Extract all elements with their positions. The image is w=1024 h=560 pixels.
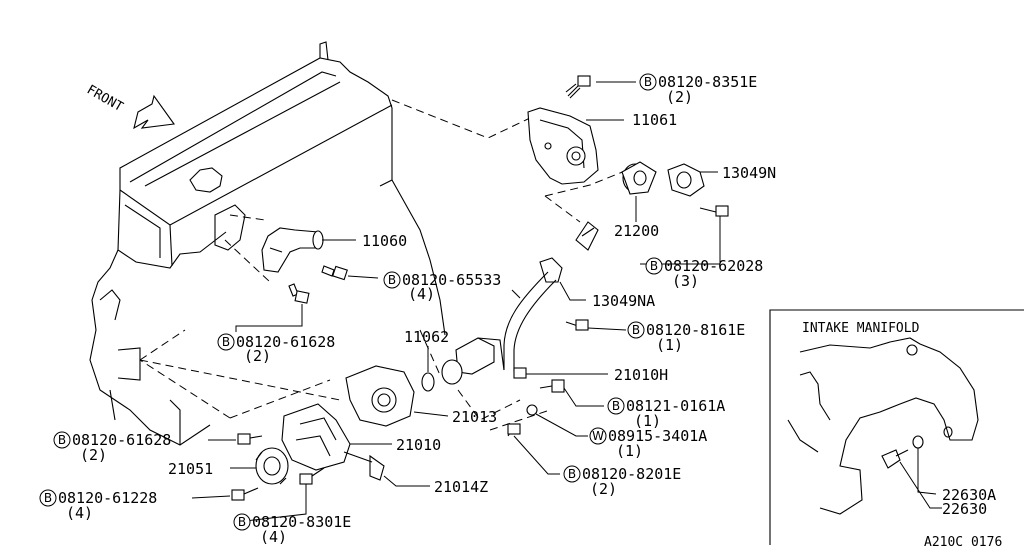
fastener-prefix: B <box>612 399 620 413</box>
fastener-callout: B 08120-8301E (4) <box>233 513 351 546</box>
fastener-callout: B 08120-61228 (4) <box>39 489 157 522</box>
fastener-code: 08120-8351E <box>658 73 757 91</box>
leader-lines <box>191 81 942 523</box>
fastener-code: 08120-61628 <box>72 431 171 449</box>
gasket-21013 <box>345 365 415 427</box>
bolt-icon <box>299 467 325 485</box>
fastener-qty: (2) <box>590 480 617 498</box>
fastener-callout: B 08120-8201E (2) <box>563 465 681 498</box>
fastener-code: 08120-61228 <box>58 489 157 507</box>
fastener-qty: (2) <box>244 347 271 365</box>
fastener-callout: B 08121-0161A (1) <box>607 397 725 430</box>
part-label-21010H: 21010H <box>614 366 668 384</box>
fastener-prefix: B <box>568 467 576 481</box>
part-label-11062: 11062 <box>404 328 449 346</box>
fastener-prefix: B <box>644 75 652 89</box>
bolt-icon <box>565 75 591 99</box>
washer-icon <box>526 404 538 416</box>
fastener-prefix: B <box>58 433 66 447</box>
thermostat-housing-11061 <box>527 107 599 185</box>
part-label-13049NA: 13049NA <box>592 292 655 310</box>
part-label-13049N: 13049N <box>722 164 776 182</box>
o-ring-11062 <box>421 372 435 392</box>
water-outlet-11060 <box>261 227 324 273</box>
water-pump-21010 <box>281 403 385 481</box>
bolt-icon <box>231 487 259 501</box>
fastener-qty: (1) <box>616 442 643 460</box>
fastener-callout: B 08120-61628 (2) <box>217 333 335 365</box>
fastener-prefix: W <box>592 429 604 443</box>
bolt-icon <box>513 367 527 379</box>
part-label-22630: 22630 <box>942 500 987 518</box>
bolt-icon <box>288 283 310 304</box>
fastener-qty: (1) <box>634 412 661 430</box>
thermostat-21200 <box>621 161 657 195</box>
fastener-callout: B 08120-8161E (1) <box>627 321 745 354</box>
part-label-21013: 21013 <box>452 408 497 426</box>
water-pipe-13049NA <box>441 257 563 385</box>
part-label-11061: 11061 <box>632 111 677 129</box>
fastener-code: 08121-0161A <box>626 397 725 415</box>
fastener-code: 08120-8301E <box>252 513 351 531</box>
fastener-code: 08915-3401A <box>608 427 707 445</box>
fastener-prefix: B <box>388 273 396 287</box>
inset-title: INTAKE MANIFOLD <box>802 321 920 336</box>
part-label-11060: 11060 <box>362 232 407 250</box>
fastener-qty: (1) <box>656 336 683 354</box>
bolt-icon <box>507 423 521 437</box>
fastener-code: 08120-62028 <box>664 257 763 275</box>
engine-block <box>89 41 446 446</box>
part-label-21014Z: 21014Z <box>434 478 488 496</box>
fastener-code: 08120-61628 <box>236 333 335 351</box>
fastener-code: 08120-8201E <box>582 465 681 483</box>
fastener-callout: B 08120-65533 (4) <box>383 271 501 303</box>
fastener-qty: (3) <box>672 272 699 290</box>
fastener-prefix: B <box>632 323 640 337</box>
front-label: FRONT <box>84 82 126 115</box>
water-inlet-13049N <box>667 163 705 197</box>
fastener-prefix: B <box>44 491 52 505</box>
fastener-qty: (4) <box>408 285 435 303</box>
fastener-qty: (4) <box>66 504 93 522</box>
inset-panel <box>769 309 1024 545</box>
fastener-prefix: B <box>650 259 658 273</box>
bolt-icon <box>539 379 565 393</box>
fastener-callout: B 08120-61628 (2) <box>53 431 171 464</box>
fastener-code: 08120-8161E <box>646 321 745 339</box>
front-arrow-icon: FRONT <box>84 82 175 130</box>
bolt-icon <box>699 205 729 217</box>
part-label-21010: 21010 <box>396 436 441 454</box>
part-label-21200: 21200 <box>614 222 659 240</box>
fastener-qty: (4) <box>260 528 287 546</box>
fastener-callout: W 08915-3401A (1) <box>589 427 707 460</box>
fastener-code: 08120-65533 <box>402 271 501 289</box>
part-label-21051: 21051 <box>168 460 213 478</box>
bolt-icon <box>237 433 263 445</box>
bolt-icon <box>321 265 348 281</box>
fastener-callout: B 08120-8351E (2) <box>639 73 757 106</box>
fastener-prefix: B <box>238 515 246 529</box>
fastener-callout: B 08120-62028 (3) <box>645 257 763 290</box>
fastener-qty: (2) <box>666 88 693 106</box>
assembly-lines <box>139 99 641 431</box>
figure-code: A210C 0176 <box>924 535 1002 550</box>
part-label-22630A: 22630A <box>942 486 996 504</box>
bolt-icon <box>565 319 589 331</box>
water-hose <box>575 221 599 251</box>
fastener-qty: (2) <box>80 446 107 464</box>
pulley-21051 <box>255 447 289 485</box>
fastener-prefix: B <box>222 335 230 349</box>
